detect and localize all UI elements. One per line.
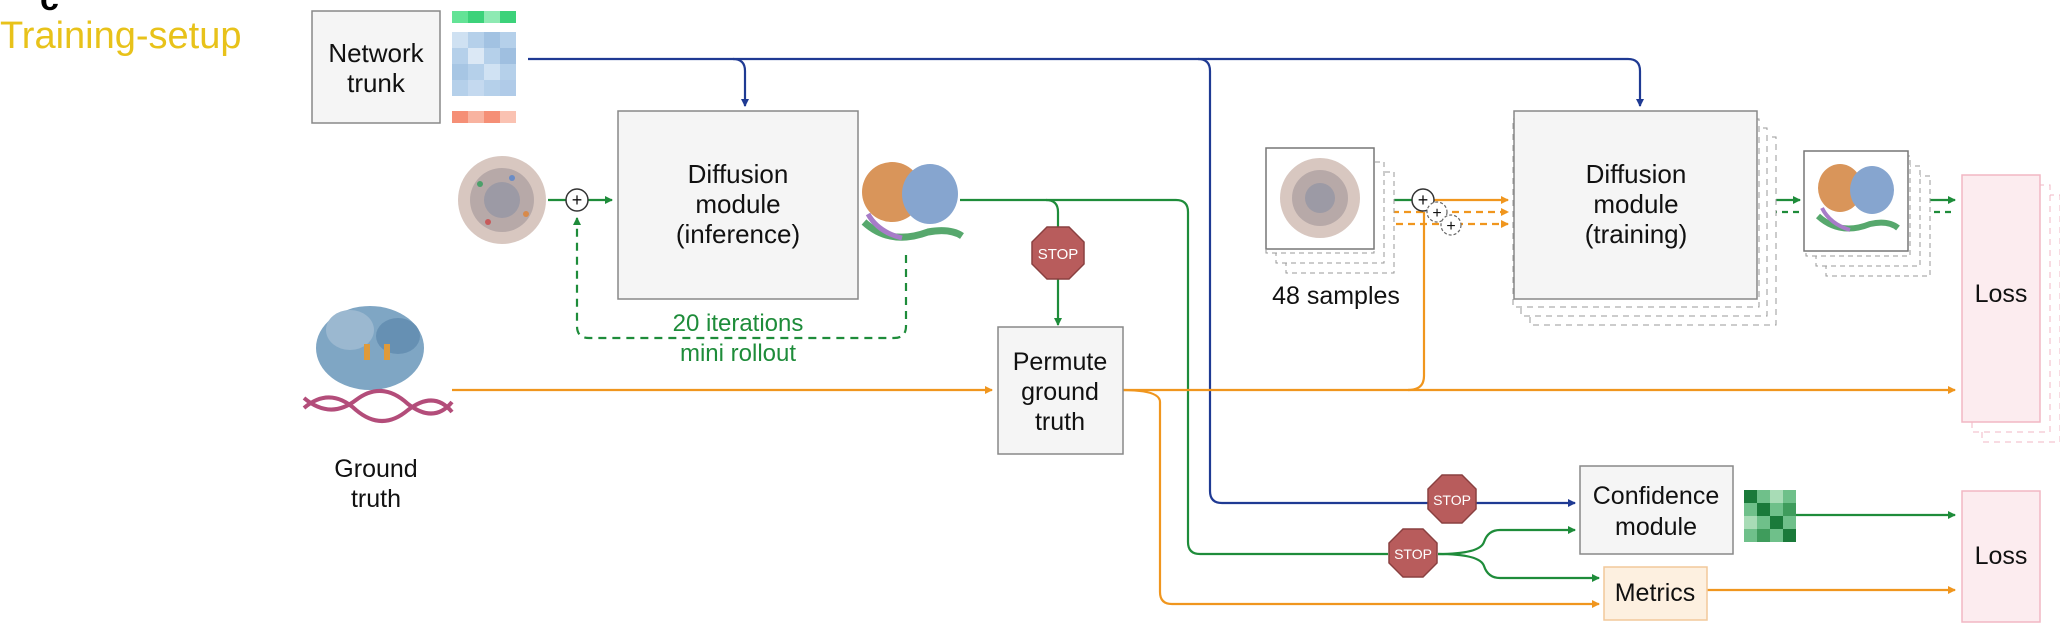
panel-letter: c <box>40 0 59 18</box>
green-stop-to-metrics <box>1437 552 1600 582</box>
ground-truth-label-1: Ground <box>334 455 417 483</box>
metrics-label: Metrics <box>1615 579 1696 607</box>
single-representation-strip-2 <box>452 111 516 123</box>
confidence-module-block: Confidence module <box>1579 465 1734 555</box>
plus-sign-4: + <box>1446 218 1455 235</box>
orange-permute-to-metrics <box>1121 388 1600 608</box>
loss-bottom-block: Loss <box>1961 490 2041 623</box>
diffusion-inference-box <box>617 110 859 300</box>
stop-label-2: STOP <box>1433 492 1471 508</box>
permute-ground-truth-box <box>997 326 1124 455</box>
network-trunk-block: Network trunk <box>311 10 516 124</box>
stop-sign-3: STOP <box>1388 528 1438 578</box>
plus-node-training-3: + <box>1440 214 1462 236</box>
loss-top-block: Loss <box>1961 174 2060 443</box>
blue-to-confidence <box>1197 57 1576 507</box>
diffusion-training-line-1: Diffusion <box>1586 159 1687 189</box>
orange-up-to-plus <box>1407 212 1426 392</box>
plus-node-inference: + <box>565 188 589 212</box>
permute-line-1: Permute <box>1013 348 1107 376</box>
diffusion-training-line-2: module <box>1593 189 1678 219</box>
network-trunk-box <box>311 10 441 124</box>
plus-sign-2: + <box>1418 190 1429 210</box>
network-trunk-label-2: trunk <box>347 68 406 98</box>
metrics-block: Metrics <box>1603 566 1708 621</box>
blue-to-inference <box>732 57 749 107</box>
training-output-stack <box>1803 150 1931 277</box>
permute-line-2: ground <box>1021 378 1099 406</box>
diffusion-training-box <box>1513 110 1758 300</box>
noise-cloud-icon <box>458 156 546 244</box>
loss-bottom-label: Loss <box>1975 542 2028 570</box>
plus-sign-1: + <box>572 190 583 210</box>
green-stop-to-confidence <box>1437 526 1576 556</box>
blue-trunk-line <box>528 57 1644 107</box>
connectors <box>452 57 1956 608</box>
green-inference-output <box>960 198 1388 556</box>
permute-ground-truth-block: Permute ground truth <box>997 326 1124 455</box>
diffusion-inference-block: Diffusion module (inference) <box>617 110 859 300</box>
plus-node-training-1: + <box>1411 188 1435 212</box>
plus-sign-3: + <box>1432 205 1441 222</box>
predicted-structure-icon <box>861 162 964 241</box>
panel-title: Training-setup <box>0 15 242 57</box>
metrics-box <box>1603 566 1708 621</box>
stop-label-3: STOP <box>1394 546 1432 562</box>
confidence-module-box <box>1579 465 1734 555</box>
loss-bottom-box <box>1961 490 2041 623</box>
samples-stack <box>1265 147 1395 274</box>
loss-top-box <box>1961 174 2041 423</box>
single-representation-strip <box>452 11 516 23</box>
diffusion-inference-line-3: (inference) <box>676 219 800 249</box>
confidence-line-1: Confidence <box>1593 482 1719 510</box>
diffusion-training-line-3: (training) <box>1585 219 1688 249</box>
diffusion-training-block: Diffusion module (training) <box>1512 110 1777 326</box>
ground-truth-structure-icon <box>302 306 454 423</box>
confidence-line-2: module <box>1615 513 1697 541</box>
diffusion-inference-line-1: Diffusion <box>688 159 789 189</box>
rollout-label-1: 20 iterations <box>673 310 804 337</box>
samples-label: 48 samples <box>1272 282 1400 310</box>
stop-sign-1: STOP <box>1031 226 1085 280</box>
green-to-permute <box>1045 198 1062 326</box>
network-trunk-label-1: Network <box>328 38 424 68</box>
loss-top-label: Loss <box>1975 280 2028 308</box>
ground-truth-label-2: truth <box>351 485 401 513</box>
rollout-label-2: mini rollout <box>680 340 796 367</box>
plus-node-training-2: + <box>1426 201 1448 223</box>
pair-representation-grid <box>452 32 516 96</box>
green-rollout-loop <box>573 217 908 340</box>
diffusion-inference-line-2: module <box>695 189 780 219</box>
stop-label-1: STOP <box>1038 246 1079 263</box>
stop-sign-2: STOP <box>1427 474 1477 524</box>
confidence-heatmap-icon <box>1744 490 1796 542</box>
permute-line-3: truth <box>1035 408 1085 436</box>
